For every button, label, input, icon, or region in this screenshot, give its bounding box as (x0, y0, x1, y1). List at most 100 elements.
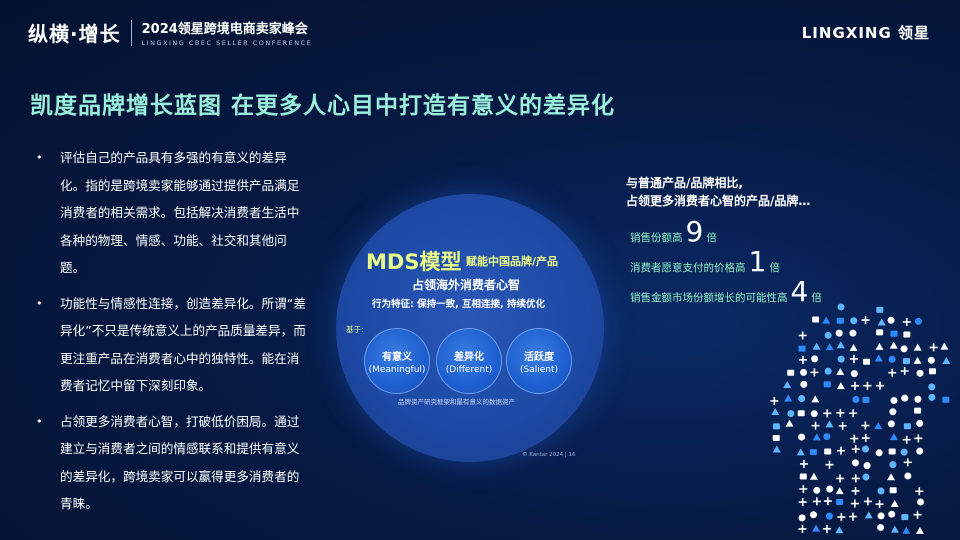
bullet-text: 评估自己的产品具有多强的有意义的差异化。指的是跨境卖家能够通过提供产品满足消费者… (60, 150, 300, 275)
icon-glyph (890, 330, 898, 337)
icon-glyph (809, 449, 817, 456)
icon-glyph (824, 367, 832, 375)
icon-glyph (863, 497, 872, 506)
stat-label: 销售金额市场份额增长的可能性高 (630, 292, 788, 304)
icon-glyph (836, 408, 845, 417)
icon-glyph (888, 448, 896, 455)
icon-glyph (940, 342, 949, 350)
event-info: 2024领星跨境电商卖家峰会 LINGXING CBEC SELLER CONF… (142, 18, 313, 47)
icon-glyph (824, 331, 832, 339)
lingxing-logo: LINGXING 领星 (801, 24, 930, 42)
icon-glyph (875, 381, 884, 390)
icon-glyph (889, 487, 897, 494)
icon-glyph (799, 459, 808, 468)
icon-glyph (787, 410, 795, 418)
icon-glyph (836, 341, 845, 349)
icon-glyph (825, 420, 834, 428)
icon-glyph (837, 355, 845, 363)
icon-glyph (904, 472, 912, 480)
event-title: 2024领星跨境电商卖家峰会 (141, 22, 308, 37)
mds-basis-label: 基于: (346, 325, 364, 334)
icon-glyph (875, 342, 884, 350)
pillar-name: 有意义 (382, 351, 412, 363)
stat-value: 9 (685, 215, 704, 248)
icon-glyph (877, 487, 885, 495)
pillar-name: 差异化 (454, 351, 484, 363)
icon-glyph (929, 343, 938, 352)
icon-glyph (822, 524, 831, 533)
icon-glyph (863, 381, 872, 390)
icon-glyph (799, 485, 808, 494)
icon-glyph (861, 434, 870, 443)
mds-title: MDS模型 (366, 250, 462, 274)
icon-glyph (928, 393, 936, 401)
icon-glyph (863, 462, 871, 470)
icon-glyph (798, 514, 806, 522)
icon-glyph (812, 497, 821, 506)
icon-glyph (835, 526, 844, 534)
mds-subtitle: 占领海外消费者心智 (412, 278, 521, 292)
pillar-en: (Salient) (519, 364, 559, 375)
icon-glyph (836, 498, 844, 505)
icon-glyph (914, 407, 922, 414)
icon-glyph (809, 511, 817, 519)
icon-glyph (888, 355, 896, 363)
bullet-dot-icon: • (36, 151, 43, 164)
icon-glyph (913, 356, 922, 364)
icon-glyph (900, 448, 908, 456)
icon-glyph (799, 473, 807, 480)
icon-glyph (876, 329, 884, 336)
icon-glyph (800, 380, 808, 388)
stat-sales-share: 销售份额高 9 倍 (630, 218, 717, 246)
icon-glyph (836, 367, 845, 375)
icon-glyph (798, 331, 807, 340)
mds-tagline: 赋能中国品牌/产品 (466, 255, 559, 268)
icon-glyph (874, 354, 883, 362)
icon-glyph (771, 408, 780, 416)
brand-mark: 纵横·增长 (28, 22, 121, 46)
icon-glyph (916, 369, 924, 377)
icon-glyph (825, 512, 833, 520)
icon-glyph (890, 396, 898, 404)
icon-glyph (851, 486, 860, 495)
icon-glyph (914, 395, 922, 403)
icon-glyph (902, 317, 911, 326)
icon-glyph (811, 395, 820, 403)
icon-glyph (914, 434, 923, 443)
stat-label: 消费者愿意支付的价格高 (630, 262, 746, 274)
event-brand: 纵横·增长 2024领星跨境电商卖家峰会 LINGXING CBEC SELLE… (28, 18, 312, 47)
icon-glyph (813, 486, 821, 494)
icon-glyph (913, 510, 922, 519)
icon-glyph (927, 356, 935, 364)
icon-glyph (851, 459, 859, 467)
icon-glyph (849, 344, 858, 352)
icon-glyph (890, 525, 899, 533)
pillar-en: (Different) (445, 364, 493, 375)
icon-glyph (902, 526, 911, 534)
icon-glyph (900, 367, 909, 376)
bullet-text: 功能性与情感性连接，创造差异化。所谓“差异化”不只是传统意义上的产品质量差异，而… (60, 295, 306, 394)
icon-glyph (798, 498, 807, 507)
icon-glyph (917, 498, 925, 506)
icon-glyph (798, 433, 806, 441)
icon-glyph (852, 395, 860, 403)
icon-glyph (798, 345, 806, 352)
stat-growth-likelihood: 销售金额市场份额增长的可能性高 4 倍 (630, 278, 822, 306)
icon-glyph (822, 316, 831, 324)
head-silhouette-icon-cloud (770, 303, 951, 534)
bullet-dot-icon: • (36, 296, 43, 310)
stats-heading: 与普通产品/品牌相比, 占领更多消费者心智的产品/品牌… (626, 174, 810, 210)
icon-glyph (784, 394, 793, 402)
bullet-item: • 评估自己的产品具有多强的有意义的差异化。指的是跨境卖家能够通过提供产品满足消… (36, 144, 306, 282)
icon-glyph (863, 358, 871, 365)
icon-glyph (875, 500, 884, 509)
icon-glyph (942, 356, 951, 364)
icon-glyph (823, 497, 832, 506)
pillar-salient: 活跃度 (Salient) (506, 328, 572, 394)
icon-glyph (877, 318, 886, 326)
icon-glyph (915, 487, 924, 496)
icon-glyph (928, 383, 936, 391)
icon-glyph (812, 524, 821, 532)
icon-glyph (800, 368, 808, 376)
icon-glyph (796, 448, 805, 456)
